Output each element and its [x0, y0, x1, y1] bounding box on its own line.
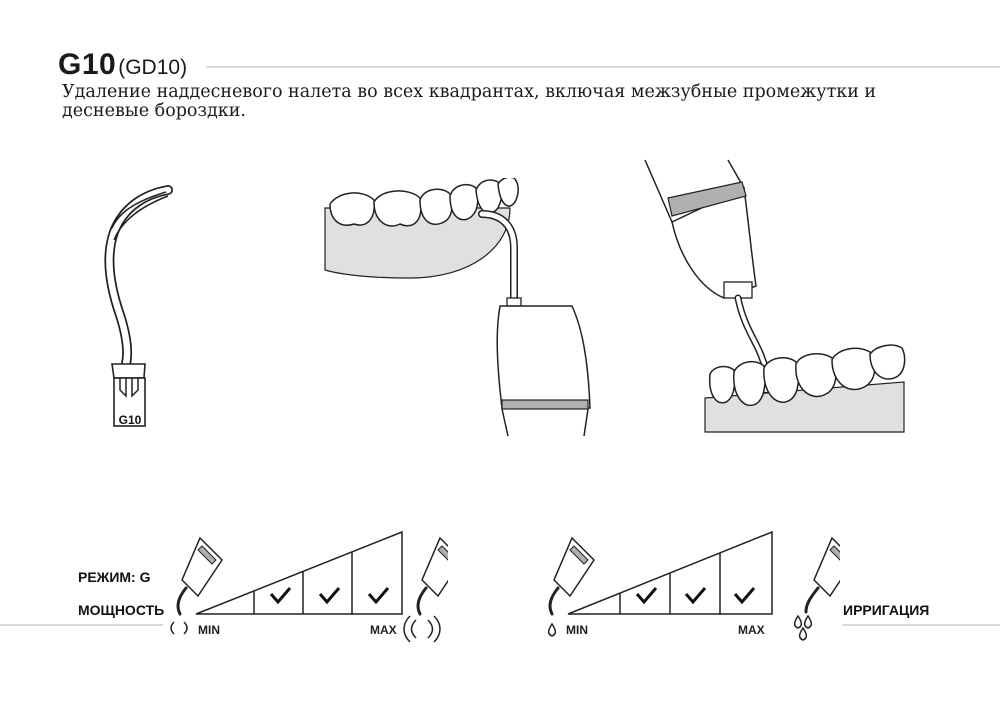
- power-max-label: MAX: [370, 623, 397, 637]
- tip-engraving: G10: [119, 413, 142, 427]
- power-min-label: MIN: [198, 623, 220, 637]
- vibration-low-icon: [170, 621, 188, 635]
- irrigation-scale: MIN MAX: [547, 530, 840, 641]
- mode-label: РЕЖИМ: G: [78, 569, 151, 585]
- multiple-drops-icon: [793, 614, 813, 641]
- tip-description: Удаление наддесневого налета во всех ква…: [62, 82, 877, 121]
- irrigation-level-4-check-icon: [733, 587, 756, 605]
- scaler-tip-illustration: G10: [104, 185, 173, 427]
- handpiece-high-icon: [416, 536, 448, 616]
- vibration-high-icon: [403, 615, 441, 643]
- bottom-divider-left: [0, 624, 163, 626]
- power-level-3-check-icon: [318, 587, 341, 605]
- lower-jaw-illustration: [644, 159, 906, 433]
- power-level-wedge: [195, 530, 403, 615]
- title-divider: [206, 66, 1000, 68]
- irrigation-label: ИРРИГАЦИЯ: [843, 602, 930, 618]
- irrigation-min-label: MIN: [566, 623, 588, 637]
- handpiece-low-icon: [176, 536, 223, 616]
- page-title: G10 (GD10): [58, 48, 187, 82]
- handpiece-low-irrigation-icon: [548, 536, 595, 616]
- power-level-4-check-icon: [367, 587, 390, 605]
- irrigation-level-3-check-icon: [684, 587, 707, 605]
- power-label: МОЩНОСТЬ: [78, 602, 165, 618]
- irrigation-level-2-check-icon: [635, 587, 658, 605]
- bottom-divider-right: [842, 624, 1000, 626]
- model-code: G10: [58, 48, 117, 81]
- irrigation-max-label: MAX: [738, 623, 765, 637]
- power-level-2-check-icon: [269, 587, 292, 605]
- single-drop-icon: [547, 622, 557, 637]
- model-alt-code: (GD10): [118, 56, 188, 79]
- power-scale: MIN MAX: [170, 530, 448, 643]
- handpiece-high-irrigation-icon: [804, 536, 840, 614]
- upper-jaw-illustration: [324, 178, 591, 437]
